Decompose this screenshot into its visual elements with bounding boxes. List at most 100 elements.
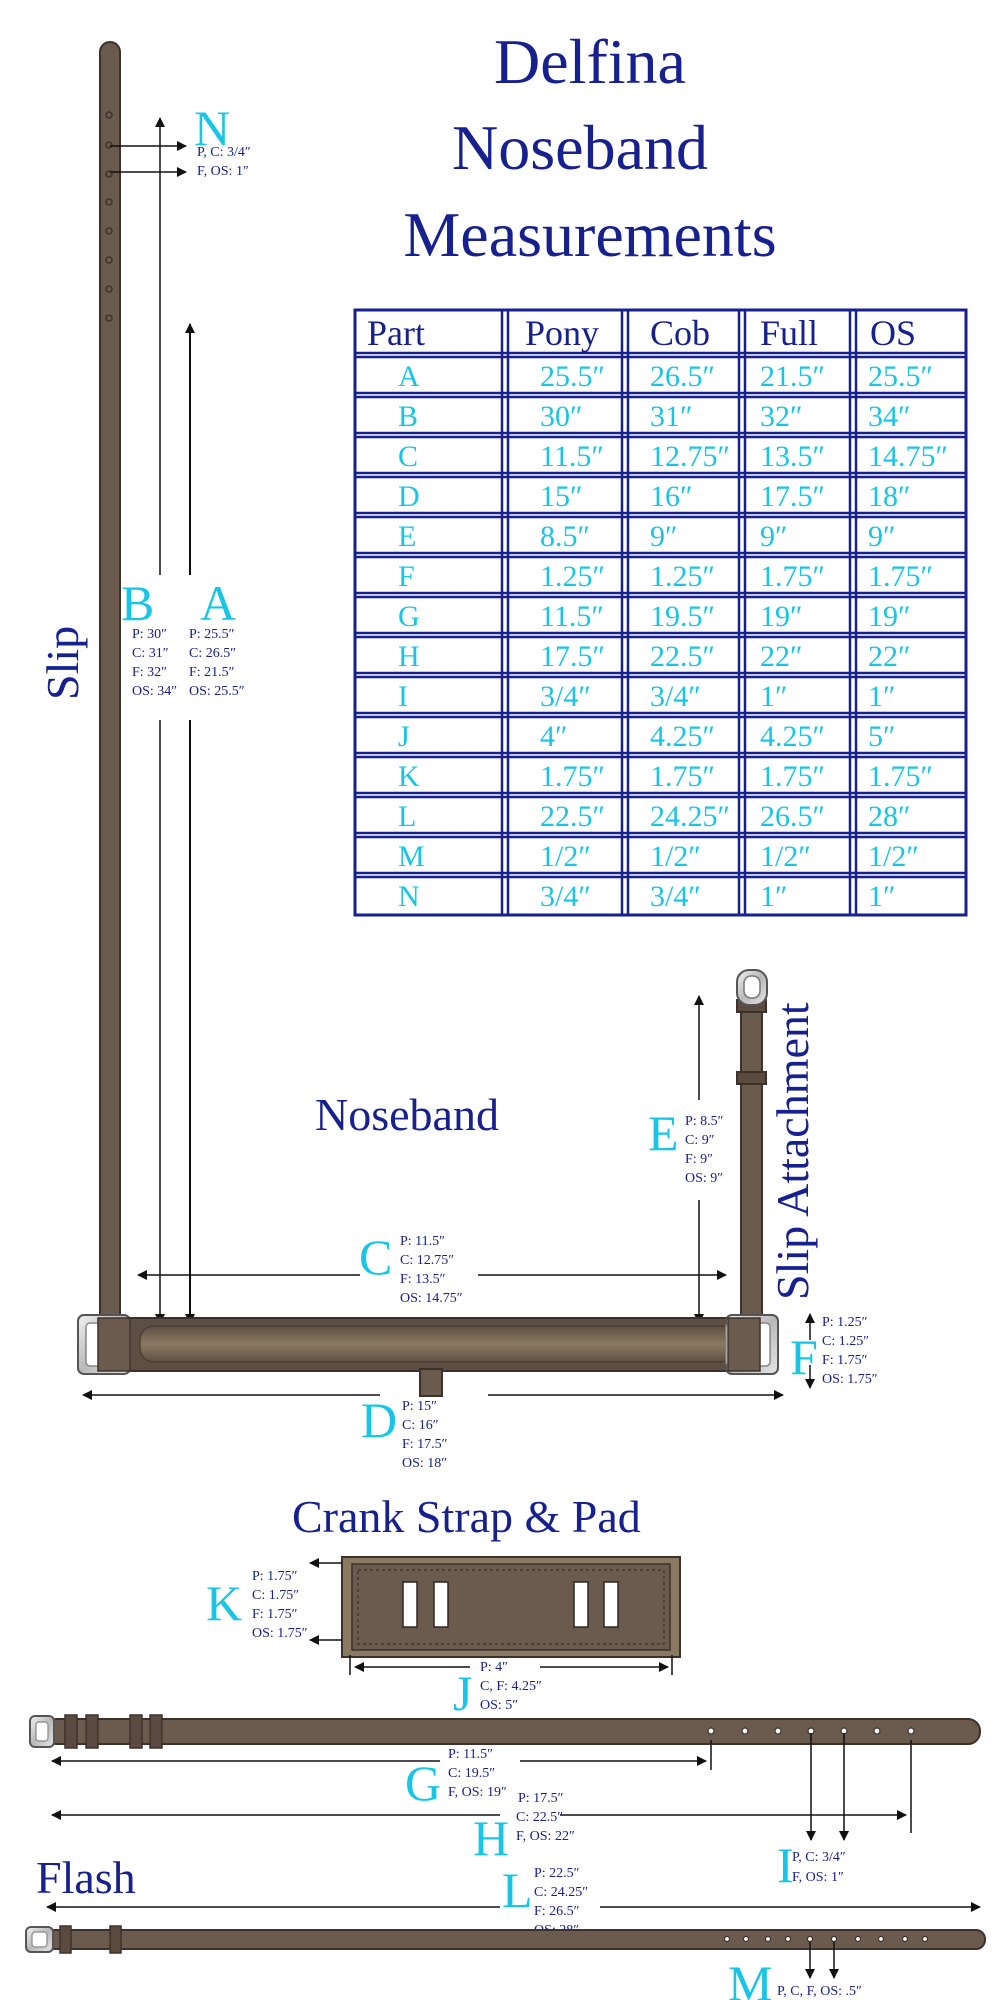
callout-d-line-3: F: 17.5″	[402, 1437, 448, 1452]
callout-c-line-2: C: 12.75″	[400, 1253, 454, 1268]
callout-f: F P: 1.25″ C: 1.25″ F: 1.75″ OS: 1.75″	[790, 1315, 878, 1387]
table-value-cell: 1.75″	[868, 560, 933, 593]
table-value-cell: 31″	[650, 400, 693, 433]
callout-a-letter: A	[200, 575, 236, 631]
callout-g: G P: 11.5″ C: 19.5″ F, OS: 19″	[405, 1747, 507, 1811]
dimension-j	[349, 1655, 673, 1675]
table-value-cell: 9″	[868, 520, 896, 553]
table-part-cell: M	[398, 840, 425, 873]
table-value-cell: 19″	[760, 600, 803, 633]
table-value-cell: 1.75″	[760, 760, 825, 793]
table-value-cell: 1.75″	[868, 760, 933, 793]
table-part-cell: D	[398, 480, 420, 513]
callout-h-line-3: F, OS: 22″	[516, 1829, 575, 1844]
table-value-cell: 1″	[760, 680, 788, 713]
noseband-body	[129, 1317, 746, 1397]
callout-n-letter: N	[194, 100, 230, 156]
table-value-cell: 17.5″	[760, 480, 825, 513]
callout-g-line-1: P: 11.5″	[448, 1747, 493, 1762]
table-part-cell: B	[398, 400, 418, 433]
table-part-cell: K	[398, 760, 420, 793]
table-part-cell: F	[398, 560, 415, 593]
callout-f-line-4: OS: 1.75″	[822, 1372, 878, 1387]
callout-e-line-4: OS: 9″	[685, 1171, 723, 1186]
table-value-cell: 8.5″	[540, 520, 590, 553]
crank-label: Crank Strap & Pad	[292, 1491, 641, 1542]
table-value-cell: 1.75″	[650, 760, 715, 793]
callout-d-letter: D	[361, 1392, 397, 1448]
callout-e-line-3: F: 9″	[685, 1152, 713, 1167]
callout-e: E P: 8.5″ C: 9″ F: 9″ OS: 9″	[648, 1105, 724, 1186]
table-value-cell: 18″	[868, 480, 911, 513]
callout-e-line-1: P: 8.5″	[685, 1114, 724, 1129]
table-value-cell: 3/4″	[650, 880, 701, 913]
callout-d-line-1: P: 15″	[402, 1399, 437, 1414]
table-value-cell: 26.5″	[650, 360, 715, 393]
callout-h-line-1: P: 17.5″	[518, 1791, 564, 1806]
callout-d-line-2: C: 16″	[402, 1418, 439, 1433]
table-value-cell: 26.5″	[760, 800, 825, 833]
callout-j: J P: 4″ C, F: 4.25″ OS: 5″	[453, 1660, 542, 1721]
callout-m: M P, C, F, OS: .5″	[728, 1955, 862, 2000]
table-value-cell: 3/4″	[650, 680, 701, 713]
callout-l-letter: L	[502, 1862, 533, 1918]
callout-l-line-1: P: 22.5″	[534, 1866, 580, 1881]
callout-b-line-3: F: 32″	[132, 665, 167, 680]
table-value-cell: 4″	[540, 720, 568, 753]
callout-b: B P: 30″ C: 31″ F: 32″ OS: 34″	[121, 575, 177, 699]
slip-strap	[99, 41, 121, 1328]
table-value-cell: 1″	[868, 880, 896, 913]
callout-i: I P, C: 3/4″ F, OS: 1″	[777, 1837, 846, 1893]
callout-n-line-2: F, OS: 1″	[197, 164, 249, 179]
table-value-cell: 22″	[868, 640, 911, 673]
title-line-3: Measurements	[403, 199, 776, 270]
flash-label: Flash	[36, 1852, 136, 1903]
table-header-cell: Cob	[650, 313, 710, 353]
table-value-cell: 1/2″	[540, 840, 591, 873]
table-value-cell: 1.75″	[540, 760, 605, 793]
callout-c-line-1: P: 11.5″	[400, 1234, 445, 1249]
table-value-cell: 22.5″	[540, 800, 605, 833]
title-line-1: Delfina	[494, 26, 686, 97]
dimension-k	[309, 1558, 342, 1645]
callout-g-line-2: C: 19.5″	[448, 1766, 495, 1781]
table-value-cell: 3/4″	[540, 680, 591, 713]
table-value-cell: 30″	[540, 400, 583, 433]
callout-b-line-1: P: 30″	[132, 627, 167, 642]
callout-m-line-1: P, C, F, OS: .5″	[777, 1984, 862, 1999]
flash-buckle	[25, 1926, 54, 1953]
callout-c-line-3: F: 13.5″	[400, 1272, 446, 1287]
table-part-cell: J	[398, 720, 410, 753]
table-value-cell: 28″	[868, 800, 911, 833]
table-part-cell: A	[398, 360, 420, 393]
table-value-cell: 25.5″	[868, 360, 933, 393]
dimension-i	[806, 1733, 849, 1841]
callout-a-line-4: OS: 25.5″	[189, 684, 245, 699]
callout-d-line-4: OS: 18″	[402, 1456, 447, 1471]
table-value-cell: 22.5″	[650, 640, 715, 673]
callout-j-line-3: OS: 5″	[480, 1698, 518, 1713]
dimension-g	[51, 1740, 712, 1770]
table-value-cell: 9″	[650, 520, 678, 553]
callout-k-line-4: OS: 1.75″	[252, 1626, 308, 1641]
table-part-cell: N	[398, 880, 420, 913]
callout-b-line-2: C: 31″	[132, 646, 169, 661]
callout-e-letter: E	[648, 1105, 679, 1161]
table-value-cell: 15″	[540, 480, 583, 513]
noseband-right-ring	[725, 1314, 779, 1375]
table-value-cell: 9″	[760, 520, 788, 553]
callout-a: A P: 25.5″ C: 26.5″ F: 21.5″ OS: 25.5″	[189, 575, 245, 699]
callout-m-letter: M	[728, 1955, 772, 2000]
table-value-cell: 1/2″	[650, 840, 701, 873]
callout-n-line-1: P, C: 3/4″	[197, 145, 251, 160]
table-value-cell: 14.75″	[868, 440, 948, 473]
table-value-cell: 34″	[868, 400, 911, 433]
table-header-cell: Full	[760, 313, 818, 353]
noseband-left-ring	[77, 1314, 131, 1375]
table-value-cell: 19″	[868, 600, 911, 633]
callout-j-letter: J	[453, 1665, 472, 1721]
callout-l-line-2: C: 24.25″	[534, 1885, 588, 1900]
callout-d: D P: 15″ C: 16″ F: 17.5″ OS: 18″	[361, 1392, 448, 1471]
callout-b-line-4: OS: 34″	[132, 684, 177, 699]
